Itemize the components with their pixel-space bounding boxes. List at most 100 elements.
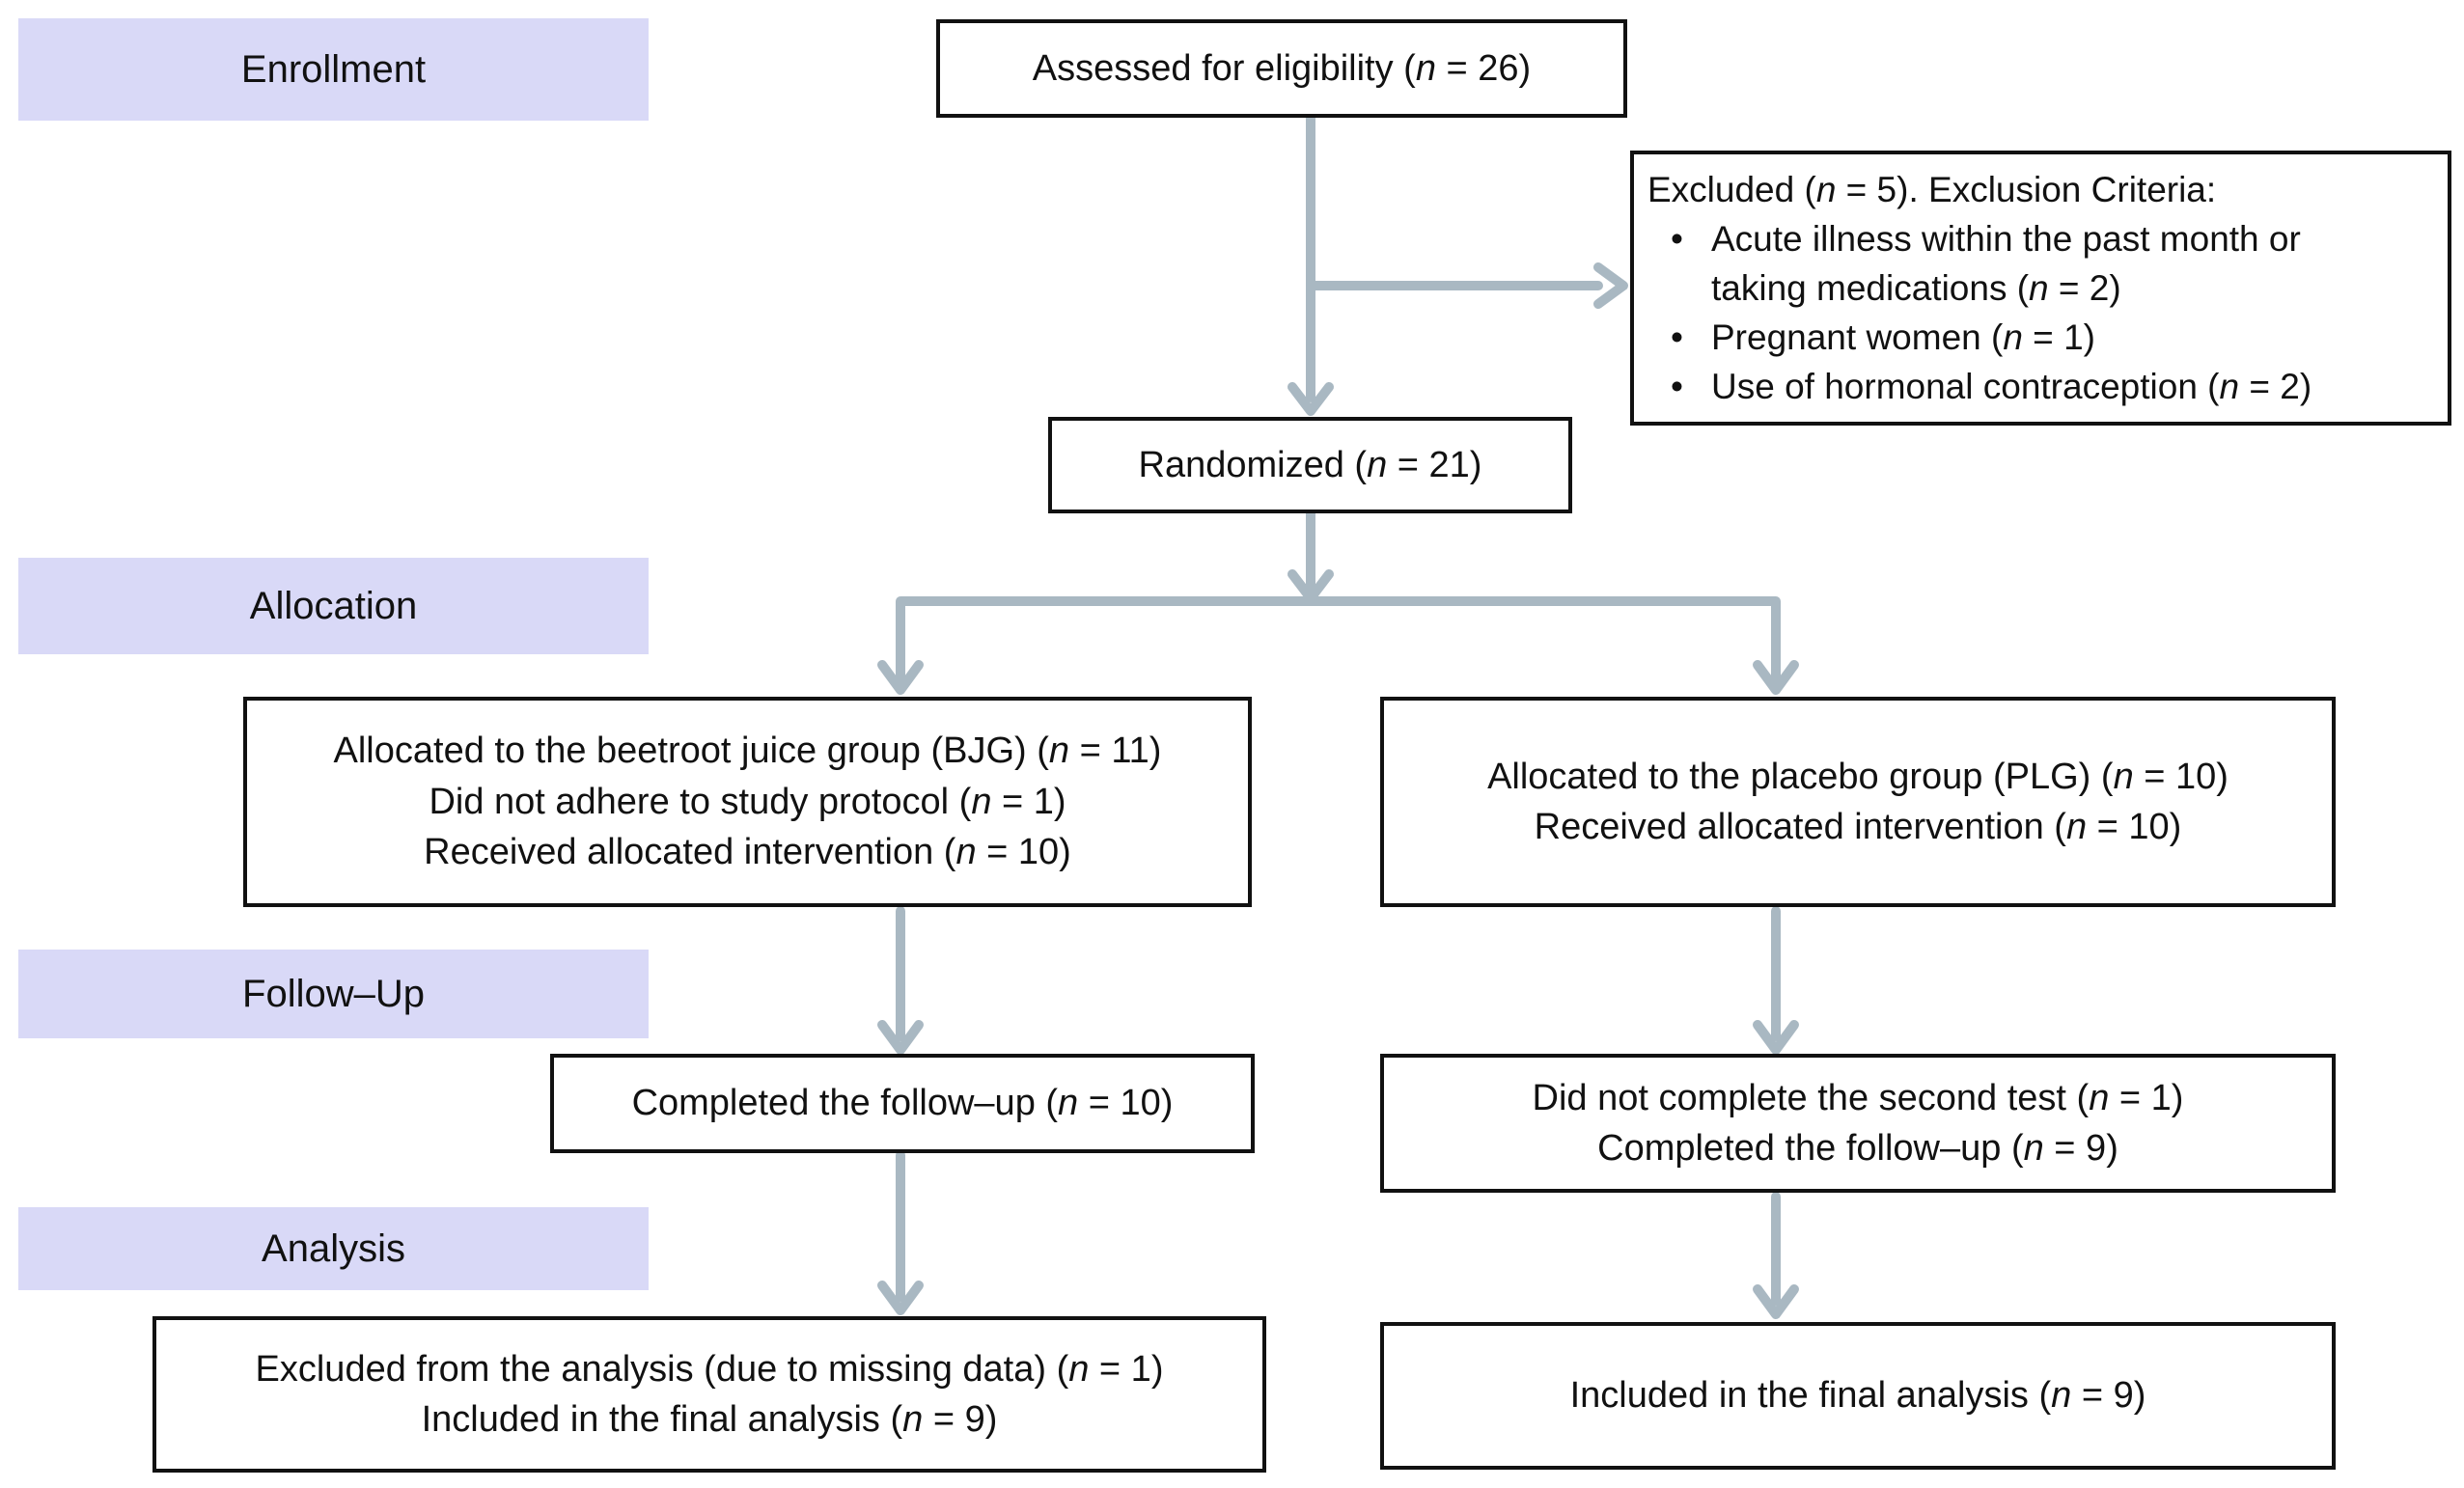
text-segment: = 10) [2087,807,2182,847]
text-segment: Included in the final analysis ( [421,1399,903,1440]
n-count-italic: n [1415,47,1436,89]
arrowhead-down-analysis-bjg [877,1281,924,1315]
text-line: Did not adhere to study protocol (n = 1) [429,777,1066,827]
arrowhead-right-excluded [1593,262,1628,309]
text-segment: = 10) [976,832,1071,873]
stage-label-enrollment-text: Enrollment [240,47,427,91]
arrowhead-down-alloc-plg [1753,660,1799,695]
bullet-icon: • [1671,367,1683,407]
bullet-icon: • [1671,317,1683,358]
stage-label-followup-text: Follow–Up [242,972,425,1015]
box-analysis-bjg: Excluded from the analysis (due to missi… [152,1316,1266,1473]
text-segment: Did not adhere to study protocol ( [429,781,972,822]
n-count-italic: n [2113,756,2134,797]
text-line: Received allocated intervention (n = 10) [1535,802,2182,852]
text-segment: = 21) [1387,444,1482,485]
n-count-italic: n [2003,317,2023,358]
text-segment: Completed the follow–up ( [1597,1128,2024,1169]
n-count-italic: n [1068,1348,1090,1390]
text-segment: Allocated to the placebo group (PLG) ( [1487,756,2114,797]
n-count-italic: n [2051,1375,2072,1417]
text-segment: = 1) [1089,1348,1164,1390]
arrow-line-split-to-allocations [896,596,1781,690]
text-segment: Received allocated intervention ( [424,832,956,873]
text-segment: = 1) [2109,1077,2184,1118]
text-segment: = 2) [2239,367,2312,407]
n-count-italic: n [2089,1077,2110,1118]
stage-label-allocation-text: Allocation [249,584,418,627]
box-analysis-plg: Included in the final analysis (n = 9) [1380,1322,2336,1470]
text-line: Received allocated intervention (n = 10) [424,827,1071,877]
n-count-italic: n [2065,807,2088,847]
bullet-item: • Use of hormonal contraception (n = 2) [1647,362,2312,411]
arrowhead-down-randomized [1287,382,1334,416]
text-segment: Did not complete the second test ( [1532,1077,2090,1118]
text-segment: = 1) [991,781,1066,822]
text-segment: = 9) [2071,1375,2146,1417]
n-count-italic: n [902,1399,924,1440]
arrowhead-down-alloc-bjg [877,660,924,695]
box-allocation-bjg: Allocated to the beetroot juice group (B… [243,697,1252,907]
text-segment: = 1) [2022,317,2095,358]
box-followup-bjg: Completed the follow–up (n = 10) [550,1054,1255,1153]
text-line: Excluded from the analysis (due to missi… [256,1344,1164,1394]
bullet-item: • Acute illness within the past month or t… [1647,214,2301,313]
text-segment: = 9) [923,1399,998,1440]
text-segment: = 10) [2133,756,2229,797]
text-segment: Excluded ( [1647,169,1816,209]
text-segment: = 11) [1069,730,1162,772]
text-segment: = 9) [2043,1128,2118,1169]
n-count-italic: n [1058,1083,1079,1124]
text-line: Completed the follow–up (n = 10) [632,1078,1174,1128]
text-line: Randomized (n = 21) [1139,440,1482,490]
bullet-text: Use of hormonal contraception (n = 2) [1711,362,2312,411]
n-count-italic: n [1048,730,1070,772]
text-line: Assessed for eligibility (n = 26) [1033,43,1531,94]
text-segment: Excluded from the analysis (due to missi… [255,1348,1069,1390]
text-segment: Received allocated intervention ( [1534,807,2066,847]
stage-label-analysis: Analysis [18,1207,649,1290]
arrowhead-down-followup-plg [1753,1020,1799,1055]
text-line: Allocated to the beetroot juice group (B… [334,726,1162,776]
stage-label-followup: Follow–Up [18,950,649,1038]
text-segment: Allocated to the beetroot juice group (B… [333,730,1049,772]
text-segment: Included in the final analysis ( [1569,1375,2052,1417]
box-allocation-plg: Allocated to the placebo group (PLG) (n … [1380,697,2336,907]
n-count-italic: n [1815,169,1837,209]
arrowhead-down-followup-bjg [877,1020,924,1055]
text-segment: Acute illness within the past month or [1711,218,2301,259]
box-excluded: Excluded (n = 5). Exclusion Criteria:•Ac… [1630,151,2451,426]
text-segment: Assessed for eligibility ( [1032,47,1416,89]
stage-label-analysis-text: Analysis [262,1226,405,1270]
n-count-italic: n [1367,444,1388,485]
text-line: Allocated to the placebo group (PLG) (n … [1487,752,2229,802]
text-segment: = 5). Exclusion Criteria: [1836,169,2217,209]
text-segment: = 10) [1078,1083,1174,1124]
n-count-italic: n [971,781,992,822]
text-line: Excluded (n = 5). Exclusion Criteria: [1647,165,2216,214]
stage-label-enrollment: Enrollment [18,18,649,121]
bullet-text: Acute illness within the past month or ta… [1711,214,2301,313]
bullet-icon: • [1671,218,1683,259]
text-segment: Use of hormonal contraception ( [1711,367,2220,407]
text-line: Completed the follow–up (n = 9) [1597,1123,2118,1173]
text-segment: = 2) [2048,267,2121,308]
text-line: Did not complete the second test (n = 1) [1533,1073,2184,1123]
n-count-italic: n [2029,267,2049,308]
text-segment: Pregnant women ( [1711,317,2004,358]
arrowhead-down-analysis-plg [1753,1284,1799,1319]
bullet-text: Pregnant women (n = 1) [1711,313,2095,362]
text-segment: taking medications ( [1711,267,2030,308]
n-count-italic: n [955,832,977,873]
text-line: Included in the final analysis (n = 9) [1570,1370,2146,1420]
n-count-italic: n [2219,367,2240,407]
n-count-italic: n [2023,1128,2044,1169]
stage-label-allocation: Allocation [18,558,649,654]
text-line: Included in the final analysis (n = 9) [422,1394,998,1445]
box-assessed-eligibility: Assessed for eligibility (n = 26) [936,19,1627,118]
box-randomized: Randomized (n = 21) [1048,417,1572,513]
bullet-item: • Pregnant women (n = 1) [1647,313,2095,362]
text-segment: Completed the follow–up ( [631,1083,1059,1124]
text-segment: = 26) [1435,47,1532,89]
